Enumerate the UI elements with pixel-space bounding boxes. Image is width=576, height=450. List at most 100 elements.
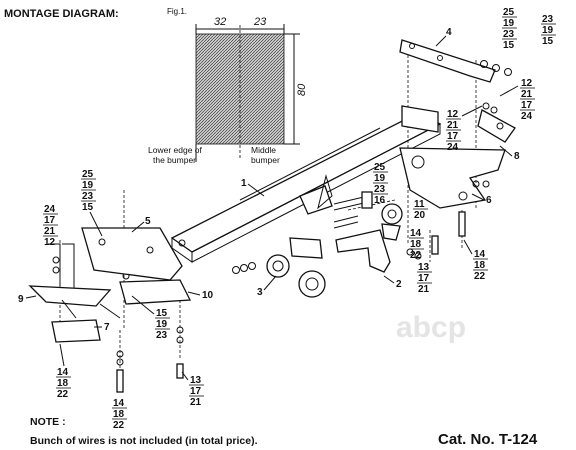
svg-text:23: 23 [82, 191, 94, 202]
hardware-stacks: 25 19 23 15 23 19 15 12 21 17 24 [43, 7, 556, 431]
stack-14-18-22-d: 14 18 22 [112, 398, 127, 431]
svg-text:15: 15 [156, 308, 168, 319]
svg-text:14: 14 [57, 367, 69, 378]
callout-7: 7 [104, 322, 110, 333]
callout-9: 9 [18, 294, 24, 305]
svg-text:20: 20 [414, 210, 426, 221]
callout-8: 8 [514, 151, 520, 162]
tow-ball-part-2 [335, 203, 403, 273]
callout-2: 2 [396, 279, 402, 290]
svg-text:19: 19 [374, 173, 386, 184]
svg-text:25: 25 [374, 162, 386, 173]
towbar-parts-drawing [28, 39, 516, 393]
callout-3: 3 [257, 287, 263, 298]
lower-edge-caption-1: Lower edge of [148, 145, 203, 155]
plate-part-7 [51, 319, 101, 343]
svg-text:24: 24 [521, 111, 533, 122]
bracket-part-10 [119, 279, 192, 305]
svg-text:17: 17 [44, 215, 56, 226]
svg-text:22: 22 [410, 250, 422, 261]
stack-12-21-17-24-right: 12 21 17 24 [499, 78, 535, 122]
svg-text:13: 13 [418, 262, 430, 273]
stack-25-19-23-15-left: 25 19 23 15 [81, 169, 103, 237]
crossbar-part-1 [170, 111, 442, 263]
callout-4: 4 [446, 27, 452, 38]
svg-text:23: 23 [503, 29, 515, 40]
svg-text:24: 24 [447, 142, 459, 153]
svg-text:22: 22 [113, 420, 125, 431]
svg-text:19: 19 [156, 319, 168, 330]
note-text: Bunch of wires is not included (in total… [30, 435, 258, 447]
stack-11-20: 11 20 [413, 199, 428, 221]
callout-10: 10 [202, 290, 214, 301]
bracket-part-4 [399, 39, 496, 83]
stack-23-19-15-top: 23 19 15 [541, 14, 556, 47]
callout-6: 6 [486, 195, 492, 206]
dimension-right: 23 [253, 16, 267, 28]
bracket-part-6 [399, 147, 506, 209]
svg-text:14: 14 [113, 398, 125, 409]
vertical-bolts [116, 211, 466, 393]
stack-14-18-22-a: 14 18 22 [409, 228, 424, 261]
middle-caption-1: Middle [251, 145, 276, 155]
bracket-part-9 [28, 285, 112, 307]
stack-24-17-21-12-left: 24 17 21 12 [43, 204, 58, 248]
stack-13-17-21-a: 13 17 21 [417, 262, 432, 295]
svg-text:19: 19 [542, 25, 554, 36]
svg-text:13: 13 [190, 375, 202, 386]
catalog-number: Cat. No. T-124 [438, 431, 538, 448]
svg-text:23: 23 [542, 14, 554, 25]
svg-text:12: 12 [44, 237, 56, 248]
svg-text:24: 24 [44, 204, 56, 215]
figure-1: Fig.1. 32 23 80 Lower edge of the bumper… [148, 7, 308, 165]
svg-text:15: 15 [503, 40, 515, 51]
svg-text:19: 19 [503, 18, 515, 29]
callout-1: 1 [241, 178, 247, 189]
svg-text:22: 22 [474, 271, 486, 282]
lower-edge-caption-2: the bumper [153, 155, 196, 165]
svg-text:21: 21 [418, 284, 430, 295]
stack-15-19-23: 15 19 23 [131, 295, 170, 341]
stack-25-19-23-15-top: 25 19 23 15 [502, 7, 517, 51]
stack-12-21-17-24-mid: 12 21 17 24 [446, 105, 483, 153]
svg-text:17: 17 [418, 273, 430, 284]
svg-text:17: 17 [190, 386, 202, 397]
svg-text:25: 25 [82, 169, 94, 180]
note-label: NOTE : [30, 416, 66, 428]
watermark-text: abcp [396, 311, 466, 344]
page-title: MONTAGE DIAGRAM: [4, 8, 119, 20]
bracket-part-5 [81, 227, 183, 281]
svg-text:23: 23 [374, 184, 386, 195]
svg-text:17: 17 [521, 100, 533, 111]
svg-text:22: 22 [57, 389, 69, 400]
svg-text:17: 17 [447, 131, 459, 142]
svg-text:12: 12 [521, 78, 533, 89]
nut-strings [52, 60, 512, 366]
svg-text:12: 12 [447, 109, 459, 120]
svg-text:16: 16 [374, 195, 386, 206]
dimension-height: 80 [296, 83, 308, 96]
stack-13-17-21-b: 13 17 21 [181, 371, 204, 408]
svg-text:21: 21 [521, 89, 533, 100]
svg-text:23: 23 [156, 330, 168, 341]
svg-text:14: 14 [474, 249, 486, 260]
svg-text:19: 19 [82, 180, 94, 191]
svg-text:15: 15 [82, 202, 94, 213]
svg-text:18: 18 [113, 409, 125, 420]
ball-bolts [333, 191, 373, 229]
svg-text:14: 14 [410, 228, 422, 239]
dimension-left: 32 [214, 16, 226, 28]
svg-text:18: 18 [474, 260, 486, 271]
stack-25-19-23-16: 25 19 23 16 [373, 162, 388, 206]
svg-text:18: 18 [57, 378, 69, 389]
svg-text:21: 21 [44, 226, 56, 237]
svg-text:25: 25 [503, 7, 515, 18]
svg-text:21: 21 [447, 120, 459, 131]
stack-14-18-22-b: 14 18 22 [463, 239, 488, 282]
figure-label: Fig.1. [167, 7, 187, 16]
svg-text:18: 18 [410, 239, 422, 250]
callout-5: 5 [145, 216, 151, 227]
part-callouts: 1 2 3 4 5 6 7 8 9 10 [18, 27, 520, 333]
